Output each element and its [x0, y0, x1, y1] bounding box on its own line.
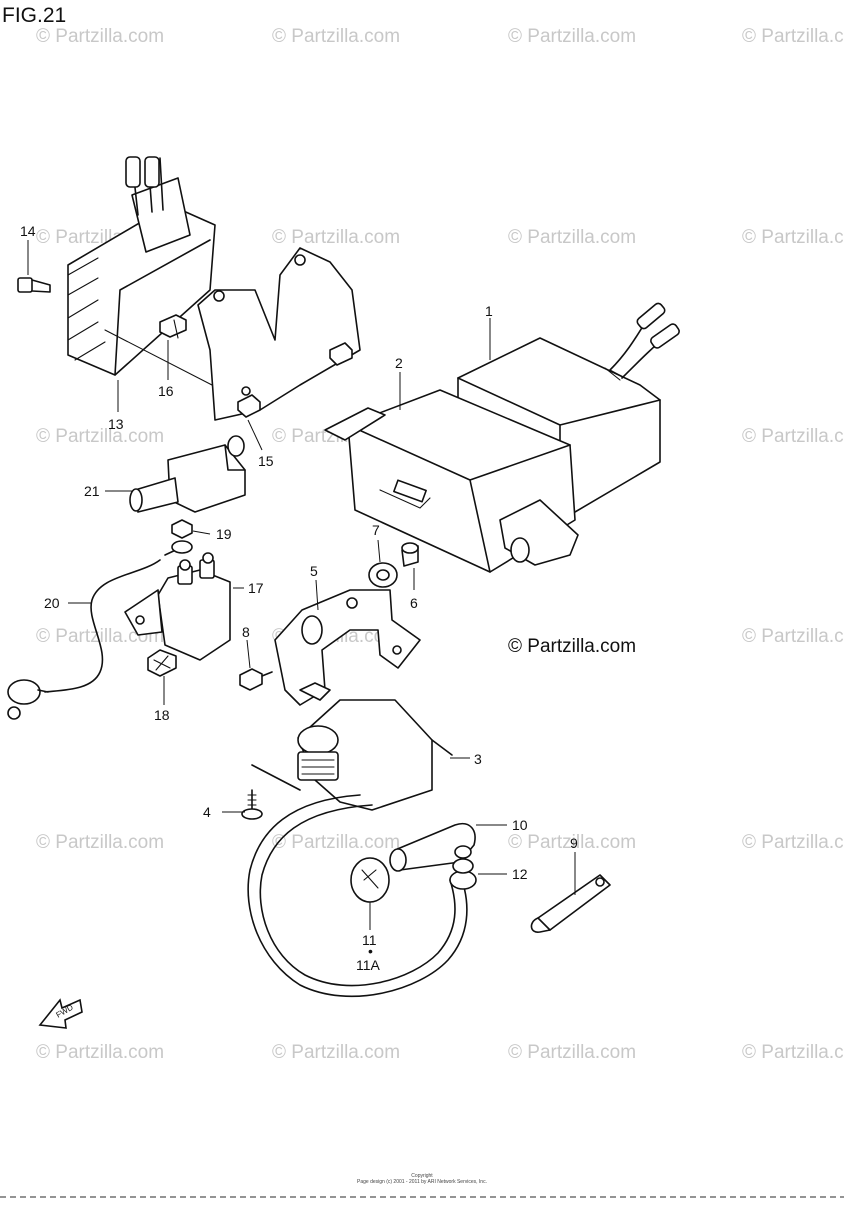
part-13-regulator: [67, 156, 216, 386]
footer-copyright: Copyright: [411, 1173, 433, 1179]
fwd-arrow-icon: FWD: [38, 998, 83, 1029]
callout-dot: •: [368, 943, 373, 959]
callout-20: 20: [44, 595, 60, 611]
callout-10: 10: [512, 817, 528, 833]
callout-labels: 1 2 3 4 5 6 7 8 9 10 11 • 11A 12 13 14 1…: [20, 223, 578, 973]
part-12-resistor: [449, 845, 477, 890]
part-9-clamp: [530, 874, 611, 933]
watermark: © Partzilla.com: [742, 426, 844, 447]
watermark: © Partzilla.com: [742, 832, 844, 853]
watermark: © Partzilla.com: [36, 1042, 164, 1063]
callout-5: 5: [310, 563, 318, 579]
part-6-collar: [401, 542, 419, 567]
callout-7: 7: [372, 522, 380, 538]
callout-13: 13: [108, 416, 124, 432]
part-7-grommet: [368, 562, 398, 588]
callout-15: 15: [258, 453, 274, 469]
callout-18: 18: [154, 707, 170, 723]
callout-4: 4: [203, 804, 211, 820]
watermark: © Partzilla.com: [36, 426, 164, 447]
callout-11a: 11A: [356, 957, 381, 973]
watermark: © Partzilla.com: [742, 1042, 844, 1063]
part-18-screw: [147, 649, 177, 677]
watermark: © Partzilla.com: [508, 832, 636, 853]
part-14-bolt: [17, 277, 51, 293]
brand-label: © Partzilla.com: [508, 636, 636, 657]
part-15-bracket: [197, 247, 361, 421]
part-4-bolt: [241, 789, 263, 820]
part-16-bolt: [159, 314, 187, 339]
watermark: © Partzilla.com: [36, 832, 164, 853]
callout-16: 16: [158, 383, 174, 399]
part-2-ignitor-box: [324, 389, 579, 573]
callout-1: 1: [485, 303, 493, 319]
footer-page-design: Page design (c) 2001 - 2011 by ARI Netwo…: [357, 1179, 487, 1185]
leader-lines: [27, 240, 576, 930]
callout-6: 6: [410, 595, 418, 611]
watermark: © Partzilla.com: [742, 227, 844, 248]
callout-2: 2: [395, 355, 403, 371]
watermark: © Partzilla.com: [272, 1042, 400, 1063]
watermark: © Partzilla.com: [508, 26, 636, 47]
watermark: © Partzilla.com: [742, 626, 844, 647]
callout-19: 19: [216, 526, 232, 542]
watermark: © Partzilla.com: [508, 1042, 636, 1063]
part-11-cover: [350, 857, 390, 903]
watermark: © Partzilla.com: [36, 26, 164, 47]
watermark: © Partzilla.com: [272, 832, 400, 853]
watermark: © Partzilla.com: [272, 227, 400, 248]
part-21-cap: [129, 435, 246, 513]
part-8-screw: [239, 668, 273, 691]
watermark: © Partzilla.com: [272, 26, 400, 47]
callout-14: 14: [20, 223, 36, 239]
part-17-relay: [124, 552, 231, 661]
high-tension-lead: [247, 794, 468, 998]
watermark: © Partzilla.com: [742, 26, 844, 47]
callout-9: 9: [570, 835, 578, 851]
part-19-nut: [171, 519, 193, 539]
part-5-bracket: [274, 589, 421, 706]
watermark: © Partzilla.com: [508, 227, 636, 248]
callout-8: 8: [242, 624, 250, 640]
part-3-ignition-coil: [251, 699, 453, 811]
callout-12: 12: [512, 866, 528, 882]
callout-21: 21: [84, 483, 100, 499]
callout-11: 11: [362, 932, 377, 948]
figure-title: FIG.21: [2, 4, 66, 27]
callout-3: 3: [474, 751, 482, 767]
watermark: © Partzilla.com: [36, 626, 164, 647]
callout-17: 17: [248, 580, 264, 596]
part-20-cable: [7, 540, 193, 720]
